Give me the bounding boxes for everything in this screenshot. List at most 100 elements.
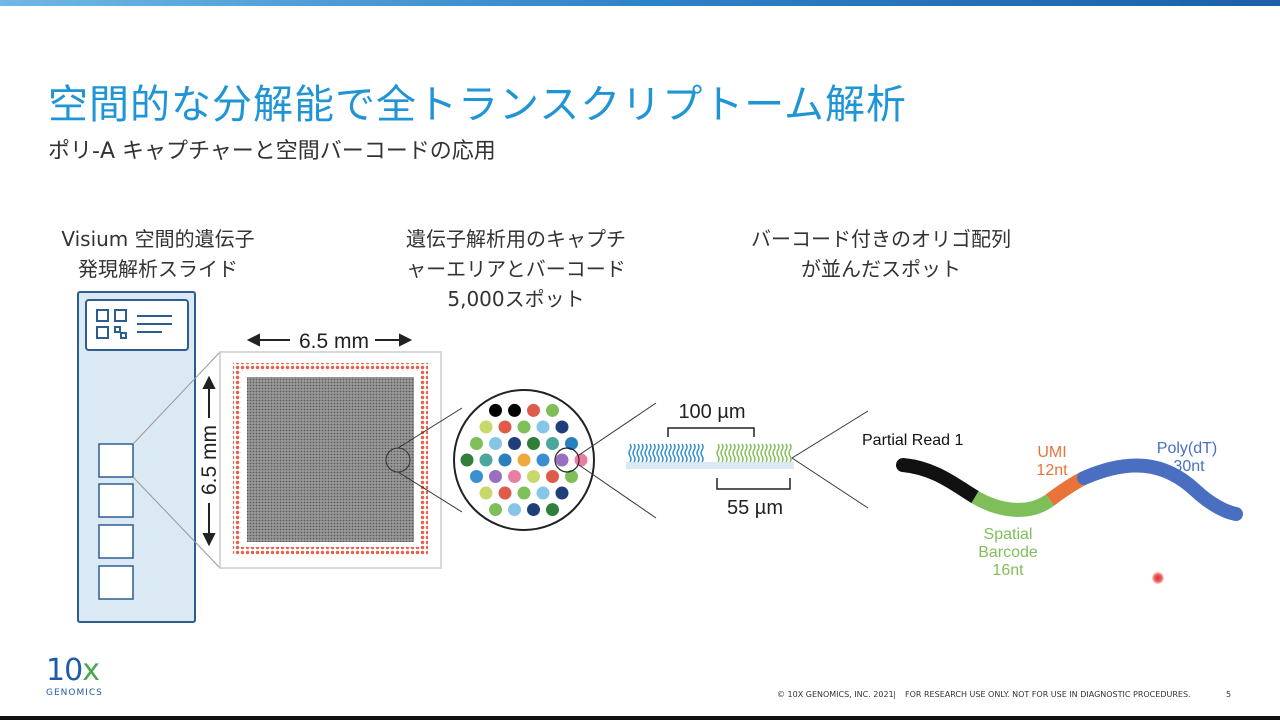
slide-label: Visium 空間的遺伝子 発現解析スライド — [40, 224, 276, 284]
oligo-strand-line — [656, 443, 660, 463]
capture-area-squares — [98, 443, 134, 600]
polydt-segment — [1077, 458, 1243, 521]
10x-genomics-logo: 10x GENOMICS — [46, 656, 112, 702]
oligo-strand-line — [676, 443, 680, 463]
oligo-strand-line — [764, 443, 768, 463]
height-label: 6.5 mm — [198, 425, 221, 495]
capture-spot — [517, 453, 531, 467]
oligo-strand-line — [696, 443, 700, 463]
slide-label-line2: 発現解析スライド — [78, 257, 238, 281]
capture-spot — [508, 403, 521, 417]
barcode-label-line3: 16nt — [992, 562, 1024, 579]
capture-spot — [517, 486, 531, 500]
capture-spot — [555, 453, 569, 467]
diameter-label: 55 µm — [727, 497, 783, 519]
capture-area-label: 遺伝子解析用のキャプチ ャーエリアとバーコード 5,000スポット — [376, 224, 656, 314]
oligo-strand-line — [688, 443, 692, 463]
capture-spot — [546, 403, 559, 417]
partial-read-label: Partial Read 1 — [862, 432, 963, 449]
capture-spot — [546, 503, 559, 517]
oligo-strand-line — [680, 443, 684, 463]
capture-spot — [546, 470, 559, 484]
capture-spot — [527, 470, 540, 484]
capture-spot — [527, 503, 540, 517]
logo-x: x — [82, 653, 100, 688]
page-number: 5 — [1226, 690, 1232, 699]
oligo-strand-line — [744, 443, 748, 463]
capture-spot — [489, 503, 502, 517]
spot-dots — [460, 403, 588, 517]
oligo-strand-line — [640, 443, 644, 463]
capture-spot — [498, 453, 512, 467]
polydt-label-line1: Poly(dT) — [1157, 440, 1217, 457]
footer-copyright: © 10X GENOMICS, INC. 2021 — [777, 690, 894, 699]
spot-side-view — [626, 443, 794, 469]
oligo-strands-spot-1 — [628, 443, 704, 463]
capture-spot — [470, 436, 483, 450]
spatial-barcode-segment — [971, 490, 1055, 517]
capture-spot — [508, 503, 521, 517]
capture-spot — [574, 453, 588, 467]
oligo-strand-line — [672, 443, 676, 463]
oligo-strand-line — [756, 443, 760, 463]
zoom-lines-1 — [132, 351, 221, 569]
oligo-strand-line — [684, 443, 688, 463]
oligo-strand-line — [644, 443, 648, 463]
visium-slide — [77, 291, 196, 623]
zoom-lines-3 — [578, 402, 657, 519]
zoom-lines-4 — [791, 410, 869, 509]
laser-pointer-dot — [1152, 572, 1164, 584]
oligo-strand-line — [776, 443, 780, 463]
oligo-strand-line — [788, 443, 792, 463]
capture-spot — [555, 486, 569, 500]
capture-spot — [479, 453, 493, 467]
oligo-strands-spot-2 — [716, 443, 792, 463]
umi-label-line1: UMI — [1037, 444, 1066, 461]
spot-magnifier — [453, 389, 595, 531]
capture-spot — [546, 436, 559, 450]
capture-spot — [536, 486, 550, 500]
oligo-strand-line — [664, 443, 668, 463]
slide-subtitle: ポリ-A キャプチャーと空間バーコードの応用 — [48, 139, 496, 164]
diameter-bracket — [716, 478, 791, 490]
oligo-strand-line — [784, 443, 788, 463]
qr-code-icon — [96, 309, 127, 339]
oligo-strand-line — [628, 443, 632, 463]
oligo-strand-line — [668, 443, 672, 463]
capture-spot — [555, 420, 569, 434]
capture-label-line1: 遺伝子解析用のキャプチ — [406, 227, 626, 251]
capture-spot — [489, 470, 502, 484]
oligo-strand-line — [700, 443, 704, 463]
oligo-strand-line — [732, 443, 736, 463]
capture-spot — [489, 436, 502, 450]
capture-spot — [527, 436, 540, 450]
oligo-strand-line — [716, 443, 720, 463]
oligo-strand-line — [632, 443, 636, 463]
logo-number: 10 — [46, 653, 83, 688]
oligo-strand-line — [648, 443, 652, 463]
capture-spot — [470, 470, 483, 484]
capture-spot — [508, 436, 521, 450]
capture-spot — [498, 420, 512, 434]
oligo-strand-line — [692, 443, 696, 463]
capture-spot — [565, 470, 578, 484]
label-lines-icon — [137, 315, 172, 333]
oligo-strand-line — [780, 443, 784, 463]
capture-spot — [527, 403, 540, 417]
capture-spot — [489, 403, 502, 417]
capture-spot — [536, 453, 550, 467]
oligo-strand-line — [636, 443, 640, 463]
oligo-strand-line — [748, 443, 752, 463]
oligo-strand-line — [768, 443, 772, 463]
capture-spot — [536, 420, 550, 434]
oligo-strand-line — [760, 443, 764, 463]
top-accent-bar — [0, 0, 1280, 6]
slide-title: 空間的な分解能で全トランスクリプトーム解析 — [48, 82, 907, 128]
oligo-strand-line — [724, 443, 728, 463]
spacing-bracket — [667, 427, 755, 437]
footer-disclaimer: FOR RESEARCH USE ONLY. NOT FOR USE IN DI… — [905, 690, 1191, 699]
zoom-lines-2 — [397, 407, 463, 513]
spot-label: バーコード付きのオリゴ配列 が並んだスポット — [726, 224, 1036, 284]
oligo-strand-line — [720, 443, 724, 463]
